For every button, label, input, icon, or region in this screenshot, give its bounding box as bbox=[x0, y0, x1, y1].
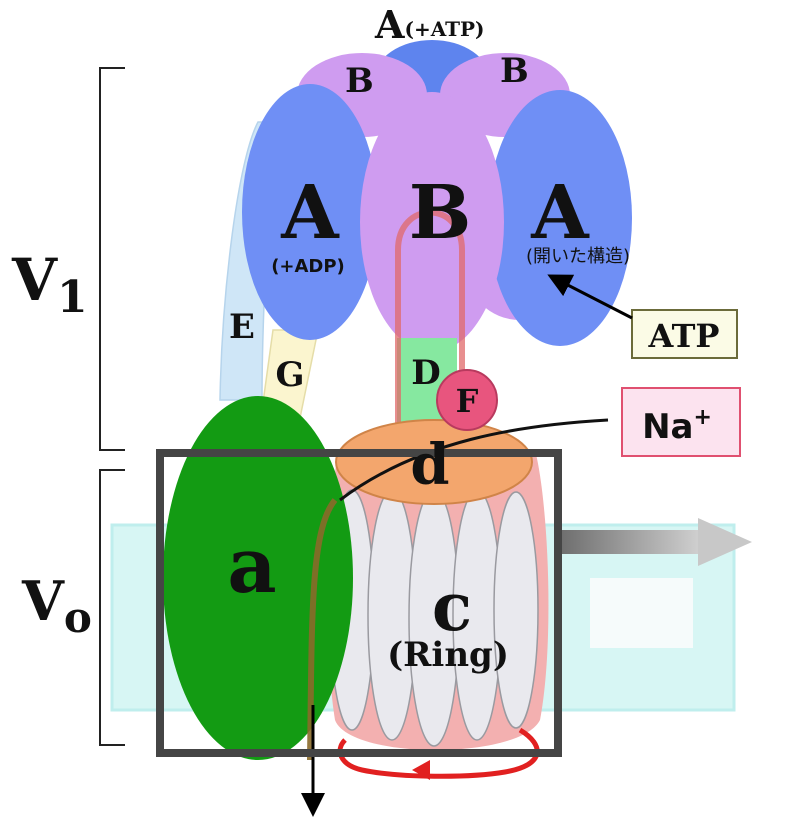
e-label: E bbox=[229, 307, 255, 347]
a-left-subunit bbox=[242, 84, 378, 340]
na-box: Na+ bbox=[621, 387, 741, 457]
a-right-subunit bbox=[488, 90, 632, 346]
f-subunit bbox=[436, 369, 498, 431]
g-label: G bbox=[275, 355, 304, 395]
top-a-sub: (+ATP) bbox=[404, 17, 484, 41]
b-right-small-label: B bbox=[500, 51, 529, 91]
atp-box: ATP bbox=[631, 309, 738, 359]
d-lower-label: d bbox=[410, 432, 449, 498]
vo-label: Vo bbox=[21, 569, 92, 642]
rotation-arrow bbox=[555, 518, 752, 566]
na-path bbox=[339, 418, 609, 502]
a-subunit bbox=[163, 396, 353, 760]
top-a-label: A(+ATP) bbox=[374, 2, 485, 47]
b-center-label: B bbox=[409, 170, 472, 256]
v1-bracket bbox=[99, 67, 125, 451]
b-left-small-label: B bbox=[345, 61, 374, 101]
f-label: F bbox=[456, 382, 479, 420]
a-left-sublabel: (+ADP) bbox=[271, 256, 345, 277]
a-subunit-label: a bbox=[227, 521, 276, 610]
rotor-outline bbox=[395, 209, 465, 440]
vo-subscript: o bbox=[64, 593, 92, 642]
v1-label: V1 bbox=[11, 246, 88, 323]
svg-text:Na+: Na+ bbox=[642, 405, 712, 447]
na-label: Na bbox=[642, 407, 693, 447]
c-label: c bbox=[432, 568, 472, 646]
d-disk bbox=[335, 419, 533, 505]
ion-path bbox=[307, 498, 338, 761]
atp-arrow bbox=[547, 274, 633, 320]
c-ring bbox=[329, 489, 539, 747]
atp-box-label: ATP bbox=[648, 317, 720, 355]
a-left-label: A bbox=[280, 170, 340, 256]
vo-bracket bbox=[99, 469, 125, 746]
a-right-label: A bbox=[530, 170, 590, 256]
na-superscript: + bbox=[693, 405, 711, 430]
v1-subscript: 1 bbox=[57, 272, 88, 323]
d-upper-label: D bbox=[411, 353, 440, 393]
a-right-sublabel: (開いた構造) bbox=[526, 246, 630, 267]
vo-frame bbox=[156, 449, 562, 757]
c-sublabel: (Ring) bbox=[387, 635, 509, 675]
